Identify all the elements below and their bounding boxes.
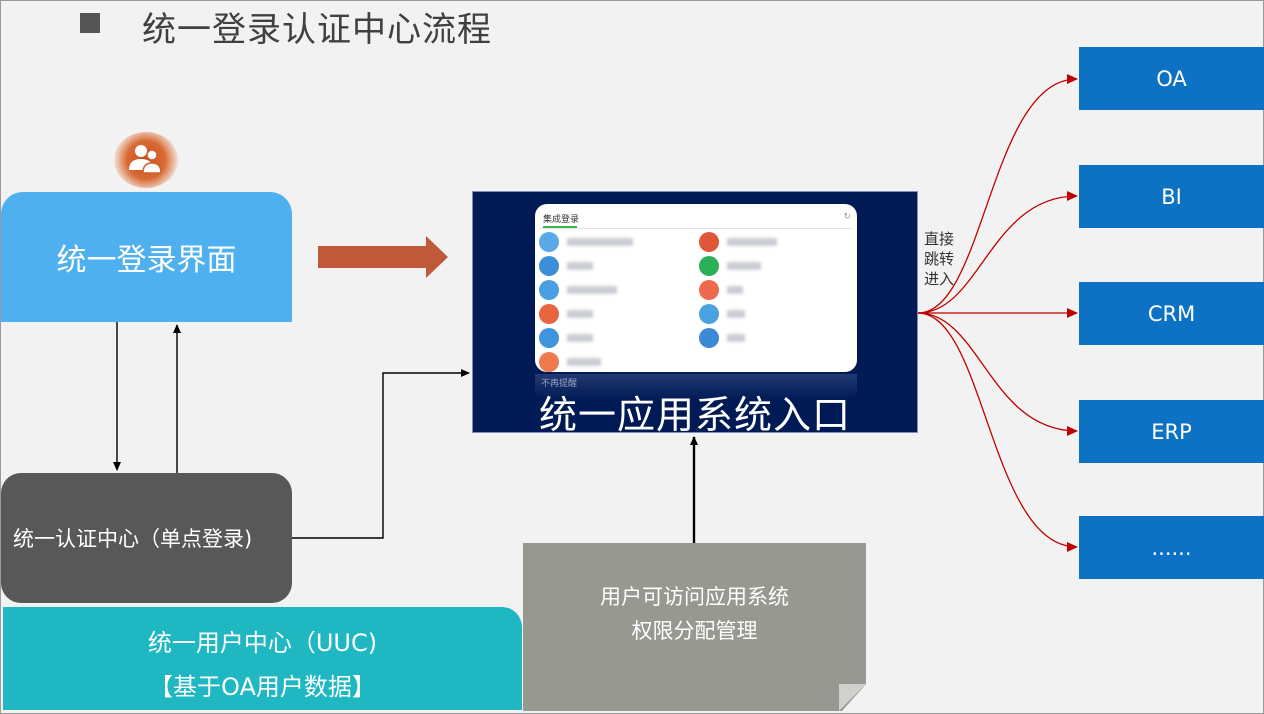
user-center-subtitle: 【基于OA用户数据】 bbox=[149, 673, 376, 701]
system-box-crm: CRM bbox=[1079, 282, 1264, 345]
system-label-erp: ERP bbox=[1151, 419, 1192, 444]
app-icon bbox=[539, 328, 559, 348]
card-reflection bbox=[535, 374, 857, 400]
app-name-blurred bbox=[567, 262, 593, 270]
app-icon bbox=[699, 232, 719, 252]
refresh-icon: ↻ bbox=[843, 212, 851, 222]
app-name-blurred bbox=[567, 238, 633, 246]
users-icon bbox=[114, 132, 178, 188]
app-name-blurred bbox=[727, 286, 743, 294]
system-label-more: ...... bbox=[1151, 535, 1192, 560]
auth-center-box: 统一认证中心（单点登录) bbox=[1, 473, 292, 603]
login-interface-box: 统一登录界面 bbox=[1, 192, 292, 322]
app-icon bbox=[539, 232, 559, 252]
app-icon bbox=[699, 280, 719, 300]
permission-note-line2: 权限分配管理 bbox=[631, 619, 758, 643]
portal-screenshot-card: 集成登录 ↻ bbox=[535, 204, 857, 372]
fan-arrow-oa bbox=[917, 74, 1078, 314]
app-icon bbox=[699, 304, 719, 324]
direct-jump-line2: 跳转 bbox=[924, 250, 955, 268]
app-icon bbox=[699, 328, 719, 348]
direct-jump-line1: 直接 bbox=[924, 230, 955, 248]
permission-note-line1: 用户可访问应用系统 bbox=[600, 585, 789, 609]
page-title: 统一登录认证中心流程 bbox=[142, 10, 492, 50]
fan-arrow-erp bbox=[917, 312, 1078, 436]
app-name-blurred bbox=[727, 310, 745, 318]
login-interface-label: 统一登录界面 bbox=[56, 243, 237, 278]
direct-jump-line3: 进入 bbox=[924, 270, 955, 288]
app-name-blurred bbox=[567, 310, 593, 318]
app-name-blurred bbox=[727, 238, 777, 246]
app-icon bbox=[699, 256, 719, 276]
app-icon bbox=[539, 304, 559, 324]
system-box-oa: OA bbox=[1079, 47, 1264, 110]
user-center-title: 统一用户中心（UUC) bbox=[147, 629, 378, 657]
card-divider bbox=[539, 228, 853, 229]
direct-jump-label: 直接 跳转 进入 bbox=[924, 229, 954, 289]
card-title-underline bbox=[543, 226, 577, 228]
app-name-blurred bbox=[727, 262, 761, 270]
system-box-more: ...... bbox=[1079, 516, 1264, 579]
app-name-blurred bbox=[567, 334, 593, 342]
fan-arrow-more bbox=[917, 312, 1078, 552]
app-name-blurred bbox=[567, 358, 601, 366]
app-name-blurred bbox=[567, 286, 617, 294]
system-box-bi: BI bbox=[1079, 165, 1264, 228]
user-center-box: 统一用户中心（UUC) 【基于OA用户数据】 bbox=[3, 607, 522, 710]
system-label-crm: CRM bbox=[1147, 301, 1196, 326]
system-label-oa: OA bbox=[1156, 66, 1187, 91]
card-title: 集成登录 bbox=[543, 215, 580, 225]
app-icon bbox=[539, 256, 559, 276]
fan-arrow-bi bbox=[917, 191, 1078, 314]
title-bullet-icon bbox=[80, 13, 100, 33]
auth-center-label: 统一认证中心（单点登录) bbox=[13, 527, 253, 551]
card-reflection-text: 不再提醒 bbox=[541, 379, 578, 389]
app-icon bbox=[539, 352, 559, 372]
big-arrow bbox=[318, 236, 448, 278]
permission-note-box: 用户可访问应用系统 权限分配管理 bbox=[523, 543, 866, 711]
system-box-erp: ERP bbox=[1079, 400, 1264, 463]
app-icon bbox=[539, 280, 559, 300]
system-label-bi: BI bbox=[1161, 184, 1182, 209]
app-portal-label: 统一应用系统入口 bbox=[538, 393, 851, 437]
arrow-auth-to-portal bbox=[292, 369, 470, 539]
app-name-blurred bbox=[727, 334, 745, 342]
app-portal-box: 集成登录 ↻ 不再提醒 统一应用系统入口 bbox=[472, 191, 918, 437]
